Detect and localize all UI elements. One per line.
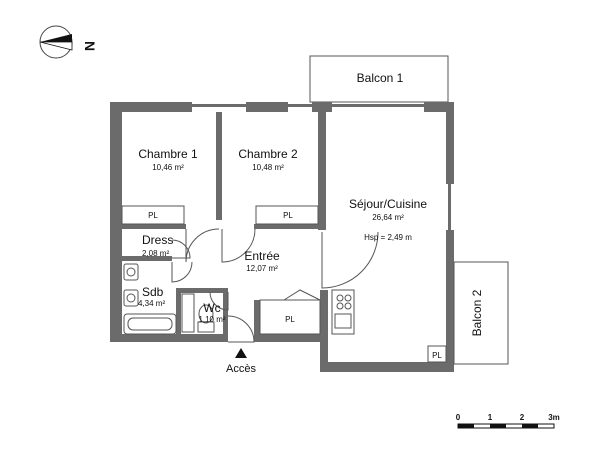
burner-4-icon <box>344 302 352 310</box>
wall-north-d <box>424 102 454 112</box>
scale-segment-3 <box>522 424 538 428</box>
scale-tick-0: 0 <box>456 413 461 422</box>
door-sdb <box>171 261 193 283</box>
wall-chambre1-chambre2 <box>216 112 222 220</box>
toilet-tank-icon <box>197 321 215 333</box>
balcon1-label: Balcon 1 <box>357 71 404 85</box>
wall-kitchen-west <box>320 290 328 320</box>
wall-south-west <box>110 334 228 342</box>
wall-south-sejour <box>320 362 454 372</box>
chambre1-label: Chambre 1 <box>138 147 198 161</box>
chambre2-area: 10,48 m² <box>252 163 284 172</box>
sink-1-icon <box>123 263 139 281</box>
entree-area: 12,07 m² <box>246 264 278 273</box>
sink-2-bowl-icon <box>126 293 136 303</box>
sdb-label: Sdb <box>142 285 164 299</box>
wc-area: 1,10 m² <box>198 315 225 324</box>
wall-north-c <box>312 102 332 112</box>
scale-tick-1: 1 <box>488 413 493 422</box>
wall-east-a <box>446 102 454 184</box>
placard-chambre1 <box>121 205 185 225</box>
placard-entree-label: PL <box>285 315 295 324</box>
compass-arrow-half-icon <box>39 41 73 51</box>
doors <box>171 228 379 343</box>
sejour-label: Séjour/Cuisine <box>349 197 427 211</box>
window-east <box>448 184 451 230</box>
door-wc <box>209 291 229 311</box>
placard-sejour-label: PL <box>432 351 442 360</box>
wall-west <box>110 102 122 342</box>
sejour-area: 26,64 m² <box>372 213 404 222</box>
chambre1-area: 10,46 m² <box>152 163 184 172</box>
door-chambre1 <box>185 228 220 263</box>
placard-chambre1-label: PL <box>148 211 158 220</box>
wall-south-step <box>320 318 328 372</box>
access-arrow-icon <box>235 348 247 358</box>
wc-cabinet-icon <box>181 293 195 333</box>
scale-segment-1 <box>458 424 474 428</box>
door-dress <box>171 239 191 259</box>
sejour-hsp: Hsp = 2,49 m <box>364 233 412 242</box>
bathtub-icon <box>123 313 177 335</box>
sdb-area: 4,34 m² <box>138 299 165 308</box>
wall-dress-south <box>122 256 172 261</box>
placard-sejour <box>427 345 447 363</box>
wall-north-a <box>110 102 192 112</box>
scale-tick-2: 2 <box>520 413 525 422</box>
compass: N <box>39 25 98 59</box>
wall-wc-north <box>176 288 226 293</box>
dress-label: Dress <box>142 233 173 247</box>
window-sejour <box>332 104 424 107</box>
wall-sdb-wc <box>176 288 181 334</box>
wall-north-b <box>246 102 288 112</box>
kitchen-fixtures <box>331 289 355 335</box>
access-label: Accès <box>226 363 256 375</box>
kitchen-sink-icon <box>334 313 352 329</box>
wall-chambre2-south <box>254 224 318 229</box>
door-entree <box>227 315 255 343</box>
dress-area: 2,08 m² <box>142 249 169 258</box>
interior-walls <box>122 112 328 334</box>
wall-chambre2-sejour <box>318 112 326 230</box>
sink-1-bowl-icon <box>126 267 136 277</box>
scale-bar: 0 1 2 3m <box>456 413 560 429</box>
outer-walls <box>110 102 454 372</box>
window-north-b <box>288 104 312 107</box>
burner-1-icon <box>336 294 344 302</box>
burner-2-icon <box>344 294 352 302</box>
wc-label: Wc <box>203 301 220 315</box>
toilet-bowl-icon <box>198 304 214 324</box>
door-chambre2 <box>221 228 256 263</box>
compass-north-label: N <box>82 41 98 51</box>
kitchen-counter-icon <box>331 289 355 335</box>
burner-3-icon <box>336 302 344 310</box>
placard-entree <box>259 299 321 335</box>
window-north-a <box>192 104 246 107</box>
door-placard-entree <box>283 289 321 301</box>
entree-label: Entrée <box>244 249 280 263</box>
wall-wc-east <box>223 288 228 334</box>
sink-2-icon <box>123 289 139 307</box>
balcon1-outline <box>309 55 449 103</box>
placard-chambre2 <box>255 205 319 225</box>
wall-south-entry <box>254 334 328 342</box>
passage-sejour <box>321 231 379 289</box>
wall-chambre1-south <box>122 224 186 229</box>
wall-placard-west <box>254 300 260 342</box>
chambre2-label: Chambre 2 <box>238 147 298 161</box>
sdb-fixtures <box>123 263 177 335</box>
balcon2-outline <box>453 261 509 365</box>
wc-fixtures <box>181 293 215 333</box>
scale-tick-3m: 3m <box>548 413 560 422</box>
placard-chambre2-label: PL <box>283 211 293 220</box>
bathtub-inner-icon <box>127 317 173 331</box>
balcon2-label: Balcon 2 <box>470 289 484 336</box>
wall-east-b <box>446 230 454 362</box>
scale-segment-2 <box>490 424 506 428</box>
